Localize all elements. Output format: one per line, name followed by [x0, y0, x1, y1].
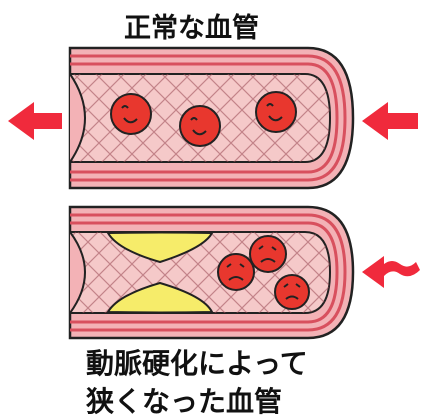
normal-vessel [8, 48, 418, 188]
narrowed-vessel [70, 207, 420, 338]
narrowed-vessel-title-line2: 狭くなった血管 [86, 380, 282, 419]
flow-arrow-left-icon [8, 102, 62, 140]
distressed-blood-cell-icon [250, 236, 286, 272]
narrowed-vessel-title-line1: 動脈硬化によって [86, 342, 308, 382]
smiling-blood-cell-icon [180, 106, 220, 146]
smiling-blood-cell-icon [111, 94, 151, 134]
flow-arrow-right-icon [362, 102, 418, 140]
wavy-arrow-icon [362, 256, 420, 288]
distressed-blood-cell-icon [218, 254, 254, 290]
distressed-blood-cell-icon [275, 275, 309, 309]
smiling-blood-cell-icon [256, 92, 296, 132]
